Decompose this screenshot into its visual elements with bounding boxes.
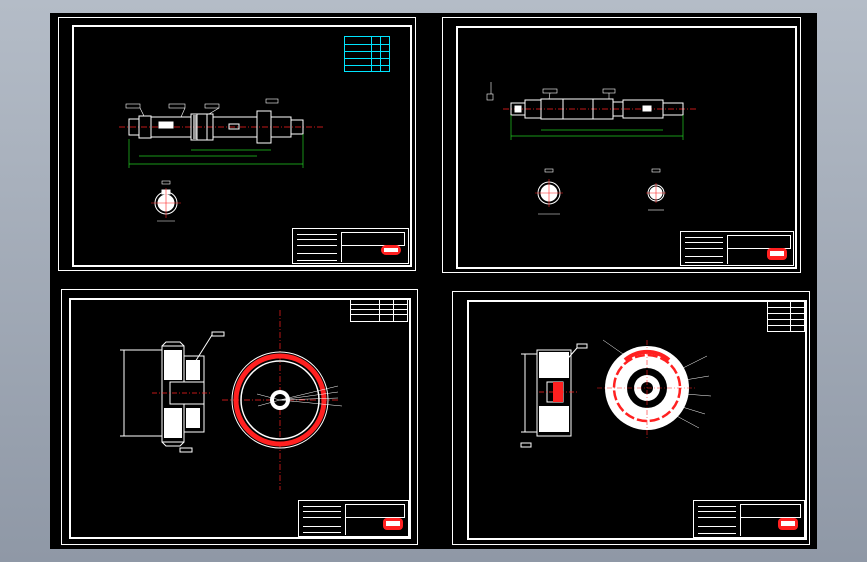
sheet-4-geometry [520,339,712,448]
drawing-sheet-1[interactable] [58,17,416,271]
sheet-2-section-view-left [535,168,563,215]
drawing-sheet-4[interactable] [452,291,810,545]
sheet-3-border [69,298,411,539]
sheet-2-stamp-inner [770,251,784,256]
cad-viewport[interactable] [50,13,817,549]
sheet-2-geometry [486,82,698,215]
sheet-3-gear-side-view [222,310,343,490]
sheet-3-parameter-table [350,298,408,322]
drawing-sheet-2[interactable] [442,17,801,273]
sheet-1-parameter-table [344,36,390,72]
sheet-4-gear-side-view [597,339,712,438]
sheet-4-parameter-table [767,300,805,332]
sheet-1-border [72,25,412,267]
sheet-3-stamp-inner [386,521,400,526]
sheet-4-stamp-inner [781,521,795,526]
sheet-2-title-block [680,231,794,266]
sheet-4-title-block [693,500,805,538]
sheet-1-stamp-inner [384,248,398,252]
sheet-1-title-block [292,228,409,264]
sheet-2-section-view-right [646,168,666,211]
sheet-3-title-block [298,500,409,537]
drawing-sheet-3[interactable] [61,289,418,545]
sheet-1-geometry [119,98,324,222]
sheet-2-border [456,26,797,269]
sheet-3-geometry [120,310,343,490]
sheet-1-section-view [151,180,181,222]
sheet-4-border [467,300,807,540]
